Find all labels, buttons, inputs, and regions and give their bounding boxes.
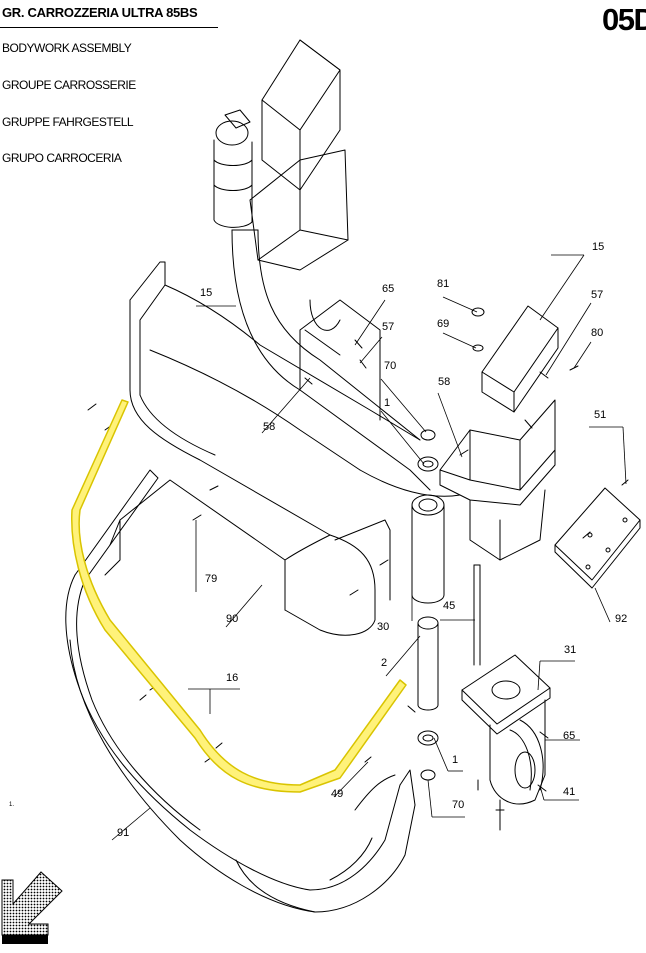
- callout-labels: 15 65 57 70 1 58 81 69 15 57 80 58 51 79…: [9, 241, 627, 839]
- callout-1-top: 1: [384, 397, 390, 409]
- callout-2: 2: [381, 657, 387, 669]
- title-underline: [0, 27, 218, 28]
- callout-91: 91: [117, 827, 129, 839]
- callout-57-left: 57: [382, 321, 394, 333]
- side-plate: [554, 487, 641, 589]
- assembly-title: GR. CARROZZERIA ULTRA 85BS: [2, 5, 198, 20]
- callout-58-right: 58: [438, 376, 450, 388]
- callout-1-bottom: 1: [452, 754, 458, 766]
- direction-arrow-icon: [1, 871, 63, 944]
- callout-15-left: 15: [200, 287, 212, 299]
- footnote-mark: 1.: [9, 802, 14, 808]
- callout-90: 90: [226, 613, 238, 625]
- section-code: 05D: [602, 2, 646, 37]
- callout-81: 81: [437, 278, 449, 290]
- leader-lines: [111, 254, 627, 841]
- outer-bumper: [65, 469, 416, 913]
- callout-65-bottom: 65: [563, 730, 575, 742]
- callout-41: 41: [563, 786, 575, 798]
- drive-motor: [213, 109, 253, 228]
- callout-31: 31: [564, 644, 576, 656]
- callout-65-top: 65: [382, 283, 394, 295]
- screws: [87, 339, 629, 792]
- callout-79: 79: [205, 573, 217, 585]
- callout-69: 69: [437, 318, 449, 330]
- callout-15-right: 15: [592, 241, 604, 253]
- callout-51: 51: [594, 409, 606, 421]
- callout-70-top: 70: [384, 360, 396, 372]
- callout-92: 92: [615, 613, 627, 625]
- callout-49: 49: [331, 788, 343, 800]
- callout-70-bottom: 70: [452, 799, 464, 811]
- subtitle-spanish: GRUPO CARROCERIA: [2, 151, 122, 165]
- subtitle-english: BODYWORK ASSEMBLY: [2, 41, 132, 55]
- callout-30: 30: [377, 621, 389, 633]
- mounting-bracket: [439, 305, 559, 561]
- callout-57-right: 57: [591, 289, 603, 301]
- callout-58-left: 58: [263, 421, 275, 433]
- highlighted-trim-strip: [71, 399, 407, 793]
- callout-80: 80: [591, 327, 603, 339]
- caster-wheel: [461, 654, 551, 831]
- callout-45: 45: [443, 600, 455, 612]
- subtitle-french: GROUPE CARROSSERIE: [2, 78, 136, 92]
- upper-housing: [249, 39, 349, 271]
- front-body-shell: [104, 261, 461, 636]
- column-parts: [411, 429, 481, 781]
- callout-16: 16: [226, 672, 238, 684]
- subtitle-german: GRUPPE FAHRGESTELL: [2, 115, 134, 129]
